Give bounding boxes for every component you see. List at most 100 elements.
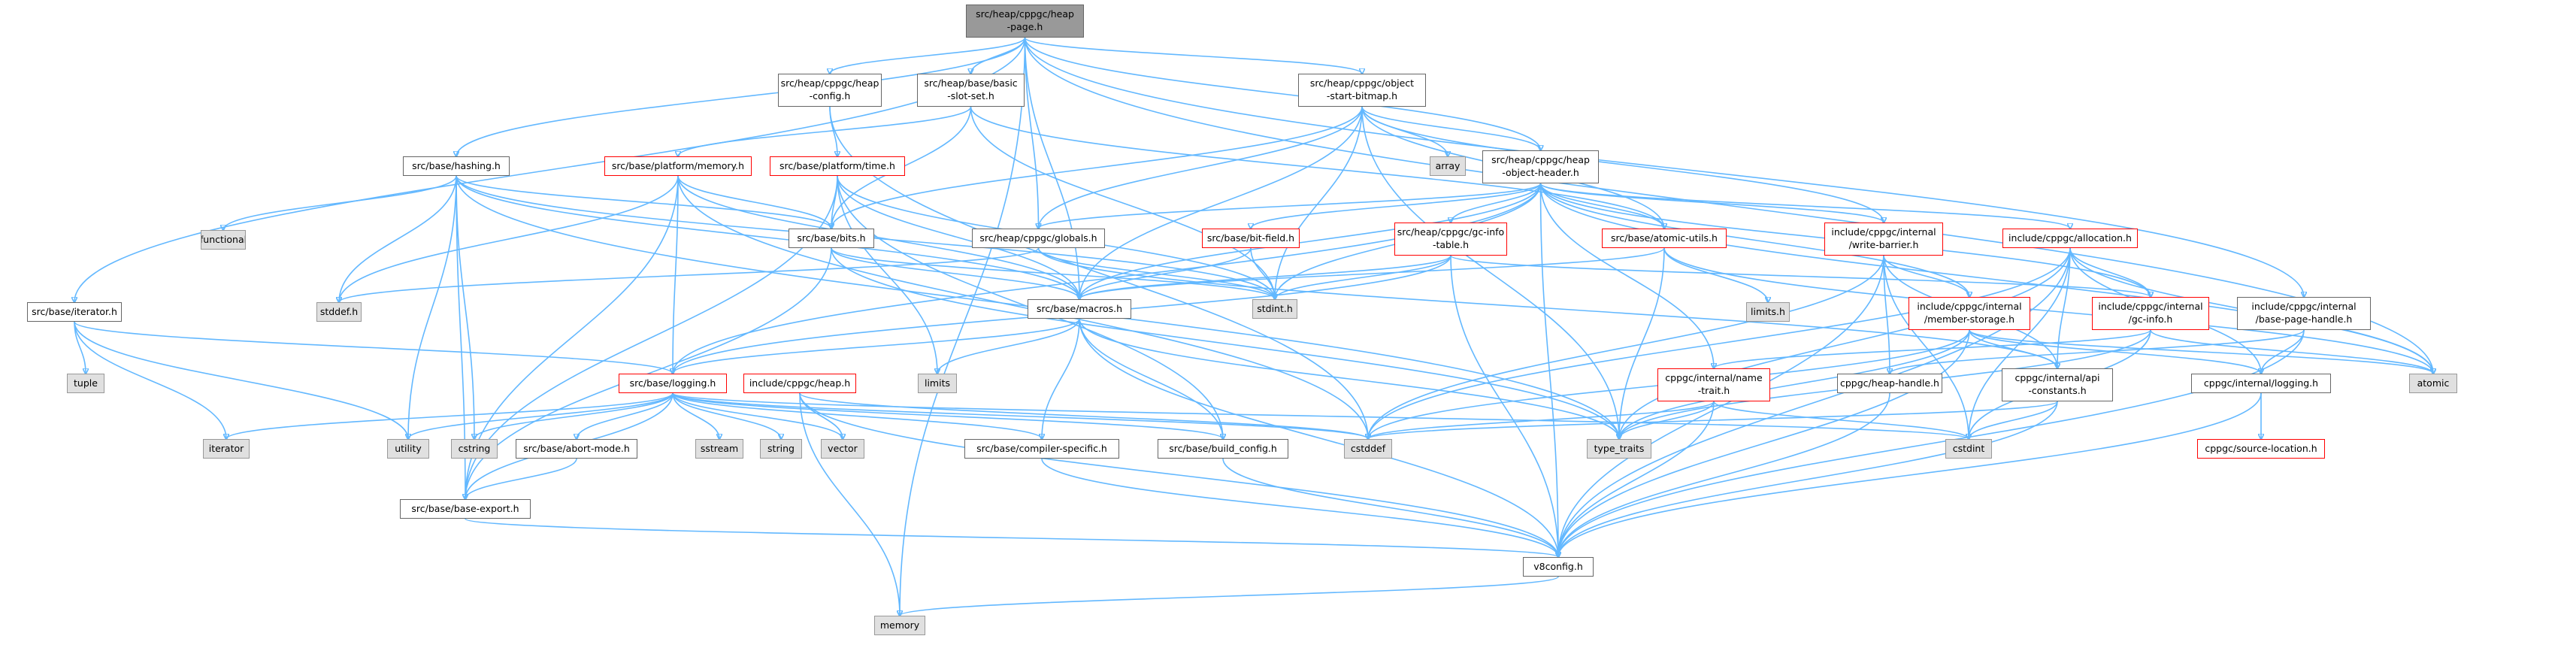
dependency-edge-hashing-to-bits bbox=[456, 175, 831, 229]
dependency-edge-heap_h-to-cstddef bbox=[799, 392, 1368, 439]
dependency-edge-logging-to-utility bbox=[408, 392, 674, 439]
node-bits[interactable]: src/base/bits.h bbox=[789, 229, 874, 248]
dependency-edge-basic_slot_set-to-stdint_h bbox=[970, 106, 1276, 299]
dependency-edge-logging-to-build_config bbox=[672, 392, 1223, 439]
node-tuple: tuple bbox=[67, 374, 104, 393]
node-cstdint: cstdint bbox=[1945, 439, 1992, 459]
dependency-edge-build_config-to-v8config bbox=[1222, 458, 1558, 557]
dependency-edge-object_start_bitmap-to-stdint_h bbox=[1275, 106, 1363, 299]
node-basic-slot-set[interactable]: src/heap/base/basic -slot-set.h bbox=[917, 74, 1025, 107]
dependency-edge-allocation-to-gc_info bbox=[2069, 247, 2151, 297]
node-v8config[interactable]: v8config.h bbox=[1523, 557, 1594, 577]
node-heap-object-header[interactable]: src/heap/cppgc/heap -object-header.h bbox=[1482, 150, 1599, 183]
node-heap-h[interactable]: include/cppgc/heap.h bbox=[743, 374, 856, 393]
node-source-location[interactable]: cppgc/source-location.h bbox=[2197, 439, 2325, 459]
node-hashing[interactable]: src/base/hashing.h bbox=[403, 156, 510, 176]
dependency-edge-iterator_h-to-logging bbox=[74, 321, 673, 374]
dependency-edge-atomic_utils-to-type_traits bbox=[1619, 247, 1665, 439]
node-globals[interactable]: src/heap/cppgc/globals.h bbox=[972, 229, 1105, 248]
dependency-edge-heap_object_header-to-allocation bbox=[1539, 183, 2071, 229]
dependency-edge-page_h-to-hashing bbox=[456, 37, 1026, 156]
dependency-edge-heap_object_header-to-globals bbox=[1039, 183, 1542, 229]
node-macros[interactable]: src/base/macros.h bbox=[1028, 299, 1131, 319]
dependency-edge-allocation-to-cstdint bbox=[1969, 247, 2071, 439]
dependency-edge-heap_object_header-to-logging bbox=[673, 183, 1542, 374]
node-iterator: iterator bbox=[203, 439, 250, 459]
dependency-edge-logging-to-cstring bbox=[474, 392, 674, 439]
dependency-edge-logging-to-compiler_specific bbox=[672, 392, 1042, 439]
dependency-edge-bits-to-stdint_h bbox=[831, 247, 1275, 299]
dependency-edge-allocation-to-api_constants bbox=[2057, 247, 2071, 368]
node-type-traits: type_traits bbox=[1587, 439, 1651, 459]
dependency-edge-write_barrier-to-cstdint bbox=[1883, 255, 1969, 439]
node-build-config[interactable]: src/base/build_config.h bbox=[1158, 439, 1288, 459]
dependency-edge-member_storage-to-atomic bbox=[1969, 329, 2433, 374]
dependency-edge-hashing-to-utility bbox=[408, 175, 457, 439]
dependency-edge-bits-to-macros bbox=[831, 247, 1079, 299]
node-heap-handle[interactable]: cppgc/heap-handle.h bbox=[1837, 374, 1942, 393]
node-utility: utility bbox=[387, 439, 429, 459]
dependency-edge-gc_info_table-to-macros bbox=[1079, 255, 1451, 299]
dependency-edge-logging-to-string bbox=[672, 392, 781, 439]
dependency-edge-v8config-to-memory bbox=[900, 576, 1559, 616]
dependency-edge-base_page_handle-to-cppgc_logging bbox=[2261, 329, 2305, 374]
node-bit-field[interactable]: src/base/bit-field.h bbox=[1202, 229, 1300, 248]
node-api-constants[interactable]: cppgc/internal/api -constants.h bbox=[2002, 368, 2113, 401]
node-functional: functional bbox=[201, 230, 246, 250]
node-array: array bbox=[1430, 156, 1466, 176]
node-page-h: src/heap/cppgc/heap -page.h bbox=[966, 5, 1084, 38]
dependency-edge-macros-to-logging bbox=[673, 318, 1080, 374]
dependency-edge-globals-to-stddef_h bbox=[339, 247, 1040, 302]
dependency-edge-allocation-to-v8config bbox=[1558, 247, 2071, 557]
dependency-edge-page_h-to-heap_config bbox=[830, 37, 1026, 74]
dependency-edge-write_barrier-to-cstddef bbox=[1368, 255, 1884, 439]
node-base-export[interactable]: src/base/base-export.h bbox=[400, 499, 531, 519]
dependency-edge-gc_info_table-to-gc_info bbox=[1450, 255, 2151, 297]
node-allocation[interactable]: include/cppgc/allocation.h bbox=[2002, 229, 2138, 248]
dependency-edge-allocation-to-type_traits bbox=[1619, 247, 2071, 439]
dependency-edge-platform_memory-to-logging bbox=[673, 175, 679, 374]
node-string: string bbox=[760, 439, 802, 459]
node-cppgc-logging[interactable]: cppgc/internal/logging.h bbox=[2191, 374, 2331, 393]
node-heap-config[interactable]: src/heap/cppgc/heap -config.h bbox=[778, 74, 882, 107]
dependency-edge-heap_object_header-to-bit_field bbox=[1251, 183, 1542, 229]
dependency-edge-gc_info_table-to-v8config bbox=[1450, 255, 1558, 557]
node-base-page-handle[interactable]: include/cppgc/internal /base-page-handle… bbox=[2237, 297, 2371, 330]
dependency-edge-object_start_bitmap-to-heap_object_header bbox=[1361, 106, 1541, 150]
dependency-edge-base_page_handle-to-heap_handle bbox=[1890, 329, 2305, 374]
dependency-edge-iterator_h-to-iterator bbox=[74, 321, 226, 439]
dependency-edge-bit_field-to-macros bbox=[1079, 247, 1252, 299]
dependency-edge-name_trait-to-v8config bbox=[1558, 401, 1715, 557]
dependency-edge-macros-to-build_config bbox=[1079, 318, 1223, 439]
dependency-edge-api_constants-to-cstddef bbox=[1368, 401, 2058, 439]
dependency-edge-bits-to-type_traits bbox=[831, 247, 1619, 439]
node-compiler-specific[interactable]: src/base/compiler-specific.h bbox=[964, 439, 1119, 459]
dependency-edge-platform_memory-to-stddef_h bbox=[339, 175, 679, 302]
dependency-edge-compiler_specific-to-v8config bbox=[1041, 458, 1558, 557]
dependency-edge-heap_handle-to-v8config bbox=[1558, 392, 1890, 557]
dependency-edge-gc_info_table-to-stdint_h bbox=[1275, 255, 1451, 299]
dependency-edge-heap_object_header-to-atomic_utils bbox=[1539, 183, 1665, 229]
node-sstream: sstream bbox=[695, 439, 743, 459]
dependency-edge-heap_h-to-memory bbox=[799, 392, 900, 616]
node-gc-info[interactable]: include/cppgc/internal /gc-info.h bbox=[2092, 297, 2209, 330]
node-platform-memory[interactable]: src/base/platform/memory.h bbox=[604, 156, 752, 176]
dependency-edge-object_start_bitmap-to-macros bbox=[1079, 106, 1363, 299]
node-platform-time[interactable]: src/base/platform/time.h bbox=[770, 156, 905, 176]
dependency-edge-object_start_bitmap-to-bits bbox=[831, 106, 1363, 229]
dependency-edge-object_start_bitmap-to-write_barrier bbox=[1361, 106, 1884, 223]
node-atomic-utils[interactable]: src/base/atomic-utils.h bbox=[1602, 229, 1727, 248]
node-object-start-bitmap[interactable]: src/heap/cppgc/object -start-bitmap.h bbox=[1298, 74, 1426, 107]
dependency-edge-page_h-to-heap_object_header bbox=[1024, 37, 1541, 150]
node-iterator-h[interactable]: src/base/iterator.h bbox=[27, 302, 122, 322]
node-logging[interactable]: src/base/logging.h bbox=[619, 374, 727, 393]
node-name-trait[interactable]: cppgc/internal/name -trait.h bbox=[1657, 368, 1770, 401]
node-atomic: atomic bbox=[2409, 374, 2457, 393]
node-write-barrier[interactable]: include/cppgc/internal /write-barrier.h bbox=[1824, 223, 1943, 256]
dependency-edge-base_export-to-v8config bbox=[465, 518, 1558, 557]
dependency-edge-api_constants-to-cstdint bbox=[1969, 401, 2058, 439]
node-gc-info-table[interactable]: src/heap/cppgc/gc-info -table.h bbox=[1394, 223, 1507, 256]
node-member-storage[interactable]: include/cppgc/internal /member-storage.h bbox=[1909, 297, 2030, 330]
node-abort-mode[interactable]: src/base/abort-mode.h bbox=[516, 439, 637, 459]
dependency-edge-platform_memory-to-bits bbox=[677, 175, 831, 229]
